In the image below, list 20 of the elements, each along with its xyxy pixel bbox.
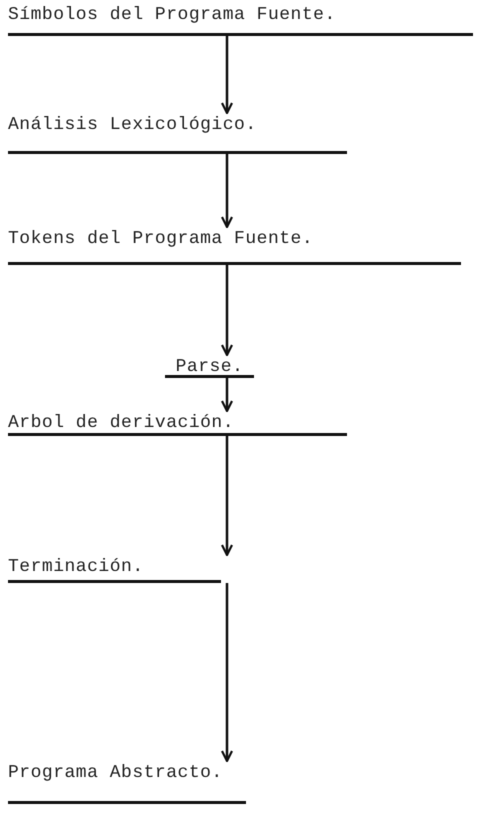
step-label: Terminación.	[8, 556, 144, 578]
underlined-step	[8, 762, 246, 804]
underlined-step	[8, 412, 347, 436]
step-label: Tokens del Programa Fuente.	[8, 228, 314, 250]
arrow	[220, 36, 234, 114]
step-label: Símbolos del Programa Fuente.	[8, 4, 336, 26]
underlined-step	[165, 356, 254, 378]
arrow	[220, 154, 234, 228]
step-label: Arbol de derivación.	[8, 412, 234, 434]
arrow	[220, 265, 234, 356]
underlined-step	[8, 228, 461, 265]
step-label: Análisis Lexicológico.	[8, 114, 257, 136]
arrow	[220, 378, 234, 412]
underlined-step	[8, 556, 221, 583]
arrow	[220, 436, 234, 556]
underlined-step	[8, 114, 347, 154]
step-label: Parse.	[176, 356, 244, 378]
underlined-step	[8, 4, 473, 36]
step-label: Programa Abstracto.	[8, 762, 223, 784]
arrow	[220, 583, 234, 762]
